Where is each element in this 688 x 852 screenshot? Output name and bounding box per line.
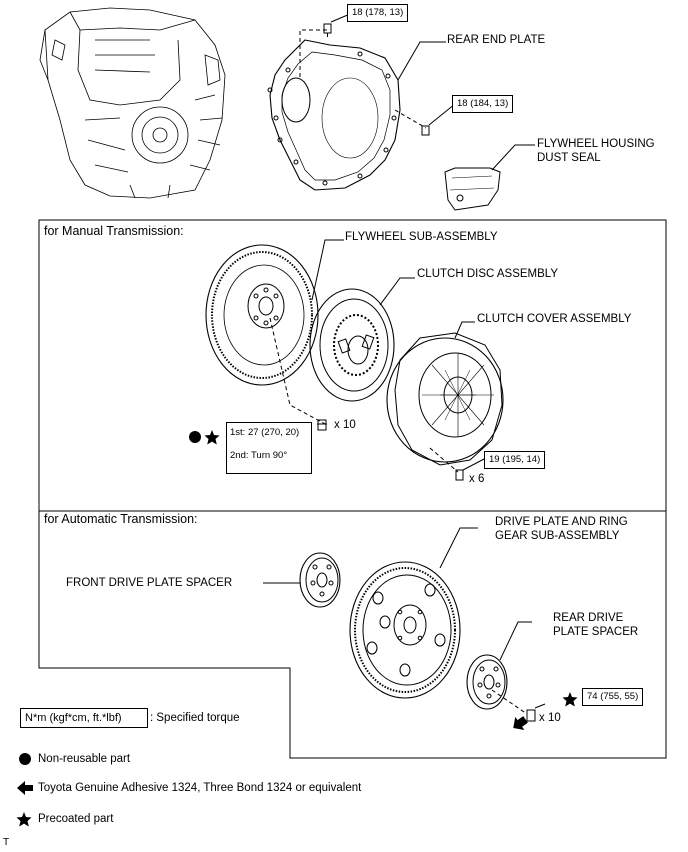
footer-mark: T	[3, 837, 10, 848]
legend-adhesive-arrow	[17, 781, 33, 795]
clutch-cover-bolt	[455, 469, 464, 481]
label-rear-drive-plate-spacer-line2: PLATE SPACER	[553, 626, 639, 638]
torque-rear-plate-top: 18 (178, 13)	[347, 4, 409, 22]
engine-block-illustration	[39, 7, 226, 199]
legend-torque-box: N*m (kgf*cm, ft.*lbf)	[20, 708, 148, 728]
label-front-drive-plate-spacer: FRONT DRIVE PLATE SPACER	[66, 577, 233, 589]
label-flywheel-housing-dust-seal-line1: FLYWHEEL HOUSING	[537, 138, 655, 150]
rear-drive-plate-spacer-illustration	[466, 654, 508, 710]
label-rear-drive-plate-spacer-line1: REAR DRIVE	[553, 612, 624, 624]
front-drive-plate-spacer-illustration	[299, 552, 341, 608]
legend-torque-text: : Specified torque	[150, 712, 240, 724]
section-title-automatic: for Automatic Transmission:	[44, 512, 198, 526]
qty-clutch-cover-bolts: x 6	[469, 473, 485, 485]
qty-drive-plate-bolts: x 10	[539, 712, 561, 724]
legend-non-reusable-text: Non-reusable part	[38, 753, 131, 765]
precoated-star-drive-plate	[562, 692, 578, 707]
rear-plate-bolt-top	[323, 23, 332, 37]
legend-precoated-star	[16, 812, 32, 827]
drive-plate-bolt	[526, 709, 536, 722]
rear-plate-bolt-side	[421, 125, 430, 136]
flywheel-illustration	[205, 244, 319, 386]
manual-transmission-section	[38, 219, 667, 512]
torque-flywheel-2nd: 2nd: Turn 90°	[230, 450, 288, 461]
torque-flywheel-box: 1st: 27 (270, 20) 2nd: Turn 90°	[226, 422, 312, 474]
label-flywheel-housing-dust-seal-line2: DUST SEAL	[537, 152, 601, 164]
label-rear-end-plate: REAR END PLATE	[447, 34, 546, 46]
non-reusable-symbol-flywheel	[189, 431, 201, 443]
label-drive-plate-line1: DRIVE PLATE AND RING	[495, 516, 628, 528]
torque-drive-plate: 74 (755, 55)	[582, 688, 644, 706]
rear-end-plate-illustration	[267, 39, 401, 191]
torque-flywheel-1st: 1st: 27 (270, 20)	[230, 427, 300, 438]
automatic-transmission-section	[38, 511, 667, 759]
clutch-cover-illustration	[386, 332, 504, 466]
flywheel-housing-dust-seal-illustration	[444, 167, 501, 211]
flywheel-bolt	[317, 419, 327, 431]
legend-non-reusable-symbol	[19, 753, 31, 765]
drive-plate-illustration	[349, 561, 461, 699]
torque-clutch-cover: 19 (195, 14)	[484, 451, 546, 469]
label-flywheel-sub-assembly: FLYWHEEL SUB-ASSEMBLY	[345, 231, 498, 243]
qty-flywheel-bolts: x 10	[334, 419, 356, 431]
label-drive-plate-line2: GEAR SUB-ASSEMBLY	[495, 530, 620, 542]
legend-adhesive-text: Toyota Genuine Adhesive 1324, Three Bond…	[38, 782, 362, 794]
precoated-star-flywheel	[204, 430, 220, 445]
clutch-disc-illustration	[309, 288, 395, 402]
legend-precoated-text: Precoated part	[38, 813, 114, 825]
label-clutch-disc-assembly: CLUTCH DISC ASSEMBLY	[417, 268, 559, 280]
label-clutch-cover-assembly: CLUTCH COVER ASSEMBLY	[477, 313, 632, 325]
torque-rear-plate-side: 18 (184, 13)	[452, 95, 514, 113]
section-title-manual: for Manual Transmission:	[44, 224, 184, 238]
adhesive-arrow-drive-plate	[513, 716, 528, 730]
